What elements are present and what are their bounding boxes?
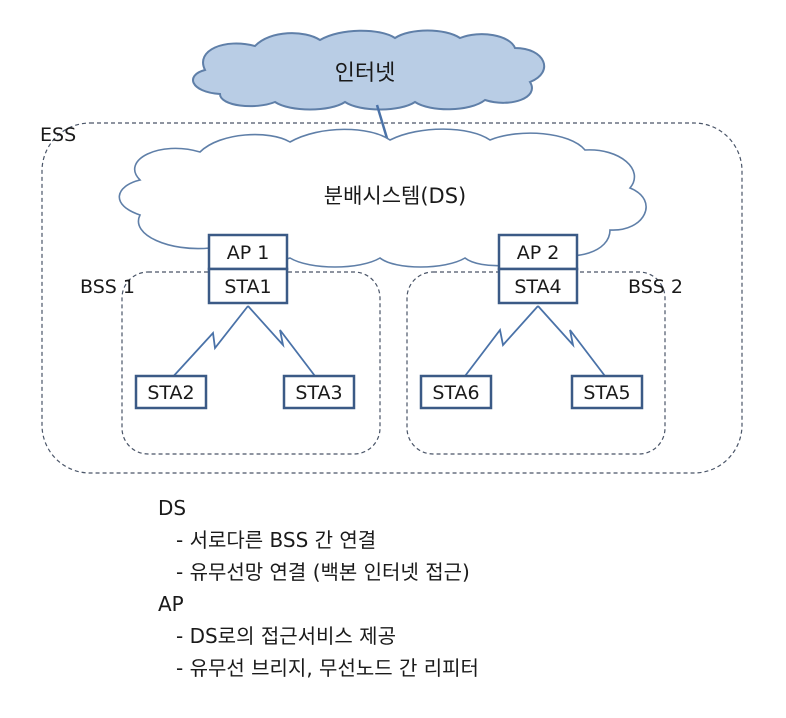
notes-ap-item: - 유무선 브리지, 무선노드 간 리피터: [176, 656, 479, 680]
ap1-label: AP 1: [227, 242, 270, 264]
wireless-link-ap1-sta3: [247, 305, 319, 381]
wireless-lan-diagram: 인터넷 ESS 분배시스템(DS) BSS 1 BSS 2 AP 1 STA1 …: [40, 29, 743, 474]
sta3-label: STA3: [295, 382, 342, 404]
ess-label: ESS: [40, 124, 76, 146]
ap2-label: AP 2: [517, 242, 560, 264]
notes-ds-heading: DS: [158, 496, 187, 520]
ess-boundary: [41, 122, 743, 474]
sta1-label: STA1: [224, 276, 271, 298]
notes-section: DS - 서로다른 BSS 간 연결 - 유무선망 연결 (백본 인터넷 접근)…: [158, 492, 479, 684]
sta4-label: STA4: [514, 276, 561, 298]
notes-ap-heading: AP: [158, 592, 184, 616]
sta6-label: STA6: [432, 382, 479, 404]
bss2-boundary: [406, 271, 666, 455]
bss1-label: BSS 1: [80, 276, 135, 298]
wireless-link-ap2-sta5: [537, 305, 609, 381]
bss2-label: BSS 2: [628, 276, 683, 298]
ds-label: 분배시스템(DS): [324, 184, 467, 208]
sta2-label: STA2: [147, 382, 194, 404]
ap1-node: [207, 233, 289, 305]
wireless-link-ap1-sta2: [169, 305, 249, 381]
internet-label: 인터넷: [335, 61, 396, 86]
sta5-label: STA5: [583, 382, 630, 404]
sta3-box: [282, 374, 356, 410]
wireless-link-ap2-sta6: [461, 305, 539, 381]
notes-ds-item: - 유무선망 연결 (백본 인터넷 접근): [176, 560, 470, 584]
sta2-box: [134, 374, 208, 410]
internet-cloud: [192, 29, 546, 111]
sta6-box: [419, 374, 493, 410]
ap2-node: [497, 233, 579, 305]
bss1-boundary: [121, 271, 381, 455]
sta5-box: [570, 374, 644, 410]
notes-ds-item: - 서로다른 BSS 간 연결: [176, 528, 377, 552]
notes-ap-item: - DS로의 접근서비스 제공: [176, 624, 396, 648]
